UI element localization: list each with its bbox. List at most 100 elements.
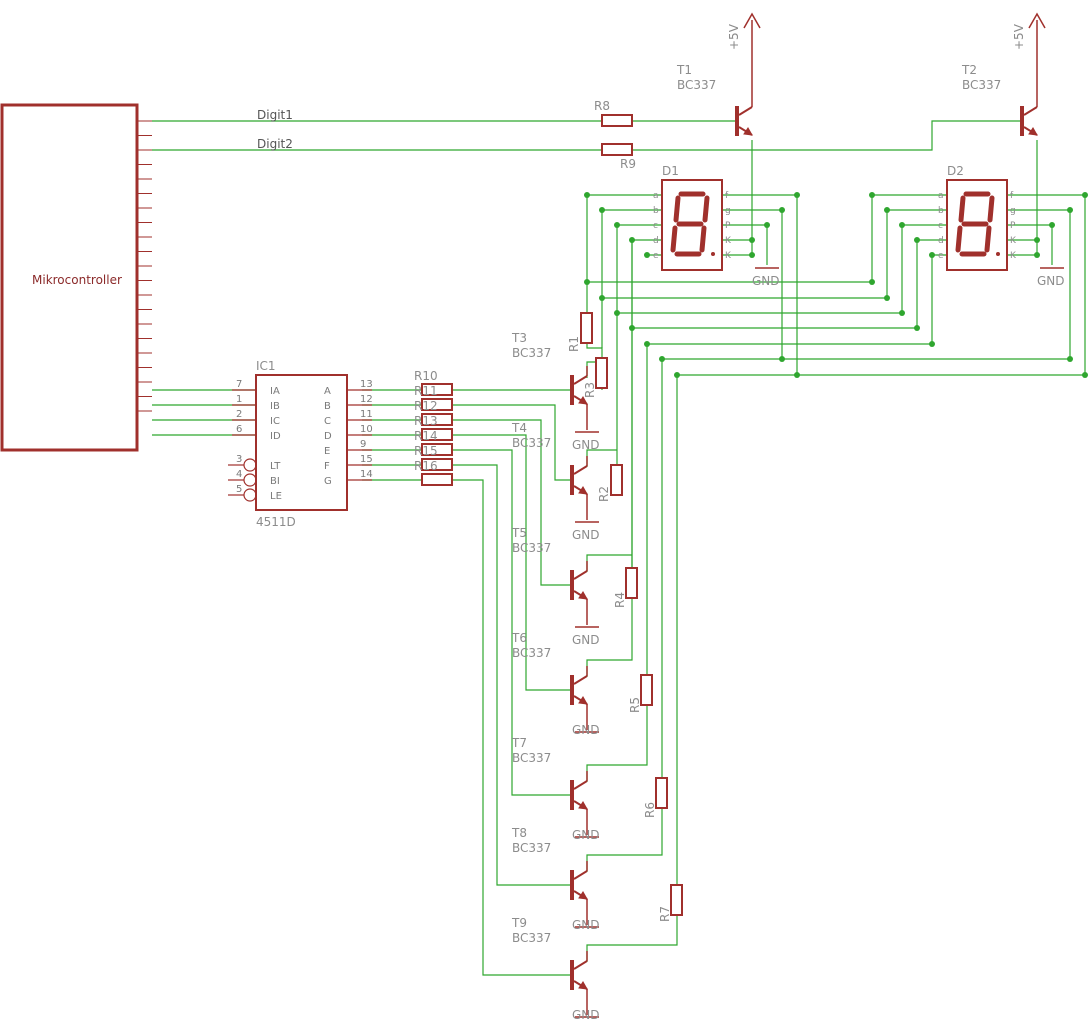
display-pin-label: a: [653, 191, 659, 201]
junction-dot: [599, 207, 605, 213]
ic1-pin-name: LT: [270, 461, 281, 472]
r2-label: R2: [597, 486, 611, 502]
ic1-pin-number: 12: [360, 394, 373, 405]
gnd-label: GND: [1037, 274, 1065, 288]
t9-name: T9: [511, 916, 527, 930]
ic1-pin-name: LE: [270, 491, 282, 502]
junction-dot: [584, 279, 590, 285]
ic1-inverted-pin-bubble: [243, 458, 257, 472]
junction-dot: [1067, 207, 1073, 213]
t3-type: BC337: [512, 346, 551, 360]
junction-dot: [779, 356, 785, 362]
npn-transistor: [735, 106, 753, 136]
r4-label: R4: [613, 592, 627, 608]
vcc-label: +5V: [1012, 23, 1026, 50]
wires: [152, 120, 1086, 976]
resistor: [601, 114, 633, 127]
ic1-pin-number: 3: [236, 454, 242, 465]
r12-label: R12: [414, 399, 438, 413]
display-pin-label: K: [1010, 236, 1017, 246]
junction-dot: [779, 207, 785, 213]
gnd-label: GND: [572, 438, 600, 452]
t4-name: T4: [511, 421, 527, 435]
t5-type: BC337: [512, 541, 551, 555]
segment-glyph: [955, 191, 1000, 257]
resistor: [601, 143, 633, 156]
gnd-label: GND: [572, 633, 600, 647]
display-pin-label: c: [938, 221, 943, 231]
junction-dot: [749, 252, 755, 258]
t6-type: BC337: [512, 646, 551, 660]
ic1-pin-name: F: [324, 461, 330, 472]
gnd-symbol: GND: [752, 267, 780, 288]
resistor: [640, 674, 653, 706]
npn-transistor: [570, 960, 588, 990]
r13-label: R13: [414, 414, 438, 428]
ic1-pin-number: 1: [236, 394, 242, 405]
junction-dot: [644, 252, 650, 258]
ic1-pin-name: B: [324, 401, 331, 412]
display-pin-label: K: [725, 236, 732, 246]
ic1-pin-number: 13: [360, 379, 373, 390]
junction-dot: [794, 372, 800, 378]
npn-transistor: [570, 870, 588, 900]
ic1-inverted-pin-bubble: [243, 488, 257, 502]
ic1-pin-name: D: [324, 431, 332, 442]
net-label-digit2: Digit2: [257, 137, 293, 151]
junction-dot: [884, 207, 890, 213]
t2-name: T2: [961, 63, 977, 77]
junction-dot: [899, 222, 905, 228]
ic1-pin-number: 9: [360, 439, 366, 450]
junction-dot: [1067, 356, 1073, 362]
display-name: D2: [947, 164, 964, 178]
t4-type: BC337: [512, 436, 551, 450]
gnd-label: GND: [572, 528, 600, 542]
t2-type: BC337: [962, 78, 1001, 92]
resistor: [670, 884, 683, 916]
display-pin-label: K: [725, 251, 732, 261]
gnd-label: GND: [572, 918, 600, 932]
display-pin-label: b: [938, 206, 944, 216]
ic1-pin-name: G: [324, 476, 332, 487]
microcontroller-label: Mikrocontroller: [32, 273, 122, 287]
display-pin-label: f: [725, 191, 729, 201]
r6-label: R6: [643, 802, 657, 818]
junction-dot: [1034, 237, 1040, 243]
display-pin-label: d: [938, 236, 944, 246]
ic1-pin-name: ID: [270, 431, 281, 442]
ic1-pin-name: IB: [270, 401, 280, 412]
display-pin-label: e: [938, 251, 944, 261]
t3-name: T3: [511, 331, 527, 345]
display-pin-label: c: [653, 221, 658, 231]
resistor: [421, 413, 453, 426]
junction-dot: [764, 222, 770, 228]
resistor: [610, 464, 623, 496]
junction-dot: [749, 237, 755, 243]
ic1-pin-number: 15: [360, 454, 373, 465]
microcontroller: Mikrocontroller: [0, 103, 152, 452]
display-pin-label: e: [653, 251, 659, 261]
gnd-label: GND: [572, 1008, 600, 1022]
r11-label: R11: [414, 384, 438, 398]
r7-label: R7: [658, 906, 672, 922]
r9-label: R9: [620, 157, 636, 171]
npn-transistor: [1020, 106, 1038, 136]
display-pin-label: g: [1010, 206, 1016, 216]
ic1-inverted-pin-bubble: [243, 473, 257, 487]
junction-dot: [794, 192, 800, 198]
vcc-symbol: +5V: [1012, 12, 1046, 50]
junction-dot: [1082, 192, 1088, 198]
display-pin-label: d: [653, 236, 659, 246]
resistor: [421, 428, 453, 441]
ic1-pin-number: 10: [360, 424, 373, 435]
junction-dot: [914, 325, 920, 331]
ic1-part: 4511D: [256, 515, 296, 529]
npn-transistor: [570, 675, 588, 705]
ic1-pin-number: 7: [236, 379, 242, 390]
junction-dot: [644, 341, 650, 347]
ic1-pin-name: E: [324, 446, 330, 457]
r10-label: R10: [414, 369, 438, 383]
